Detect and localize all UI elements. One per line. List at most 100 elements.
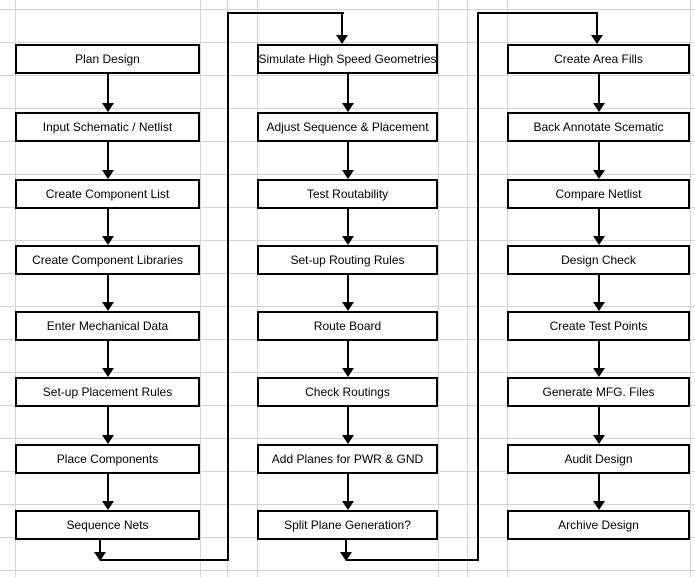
arrow-stem bbox=[598, 74, 600, 104]
arrow-stem bbox=[347, 474, 349, 502]
down-arrow bbox=[593, 142, 605, 179]
flow-step-box: Set-up Routing Rules bbox=[257, 245, 438, 275]
arrowhead-icon bbox=[102, 170, 114, 179]
down-arrow bbox=[342, 407, 354, 444]
gridline-horizontal bbox=[0, 9, 695, 10]
flow-step-box: Place Components bbox=[15, 444, 200, 474]
arrowhead-icon bbox=[340, 552, 352, 561]
arrow-stem bbox=[598, 474, 600, 502]
down-arrow bbox=[102, 341, 114, 377]
arrowhead-icon bbox=[102, 302, 114, 311]
arrowhead-icon bbox=[342, 302, 354, 311]
connector-1-bottom-line bbox=[100, 559, 229, 561]
gridline-vertical bbox=[200, 0, 201, 577]
arrow-stem bbox=[598, 341, 600, 369]
flow-step-box: Create Component List bbox=[15, 179, 200, 209]
arrow-stem bbox=[598, 407, 600, 436]
arrowhead-icon bbox=[102, 501, 114, 510]
arrowhead-icon bbox=[342, 368, 354, 377]
arrow-stem bbox=[598, 142, 600, 171]
arrowhead-icon bbox=[102, 435, 114, 444]
arrow-stem bbox=[107, 142, 109, 171]
gridline-vertical bbox=[15, 0, 16, 577]
down-arrow bbox=[340, 540, 352, 561]
connector-1-vertical-line bbox=[227, 12, 229, 561]
arrowhead-icon bbox=[593, 368, 605, 377]
flow-step-box: Archive Design bbox=[507, 510, 690, 540]
arrow-stem bbox=[107, 209, 109, 237]
arrow-stem bbox=[347, 142, 349, 171]
arrow-stem bbox=[107, 275, 109, 303]
down-arrow bbox=[342, 341, 354, 377]
arrowhead-icon bbox=[591, 35, 603, 44]
arrow-stem bbox=[341, 14, 343, 36]
down-arrow bbox=[102, 142, 114, 179]
arrowhead-icon bbox=[336, 35, 348, 44]
arrowhead-icon bbox=[593, 302, 605, 311]
arrow-stem bbox=[347, 341, 349, 369]
arrow-stem bbox=[596, 14, 598, 36]
arrowhead-icon bbox=[102, 236, 114, 245]
flow-step-box: Create Area Fills bbox=[507, 44, 690, 74]
down-arrow bbox=[342, 74, 354, 112]
flow-step-box: Test Routability bbox=[257, 179, 438, 209]
arrowhead-icon bbox=[593, 236, 605, 245]
gridline-horizontal bbox=[0, 570, 695, 571]
flow-step-box: Create Test Points bbox=[507, 311, 690, 341]
flow-step-box: Adjust Sequence & Placement bbox=[257, 112, 438, 142]
flow-step-box: Route Board bbox=[257, 311, 438, 341]
down-arrow bbox=[593, 341, 605, 377]
gridline-vertical bbox=[257, 0, 258, 577]
arrowhead-icon bbox=[94, 552, 106, 561]
down-arrow bbox=[593, 275, 605, 311]
arrow-stem bbox=[347, 74, 349, 104]
arrowhead-icon bbox=[342, 236, 354, 245]
down-arrow bbox=[94, 540, 106, 561]
flow-step-box: Set-up Placement Rules bbox=[15, 377, 200, 407]
arrowhead-icon bbox=[342, 170, 354, 179]
down-arrow bbox=[342, 275, 354, 311]
flow-step-box: Split Plane Generation? bbox=[257, 510, 438, 540]
down-arrow bbox=[591, 14, 603, 44]
arrow-stem bbox=[598, 275, 600, 303]
connector-1-top-line bbox=[227, 12, 344, 14]
arrowhead-icon bbox=[593, 170, 605, 179]
arrow-stem bbox=[107, 74, 109, 104]
down-arrow bbox=[102, 275, 114, 311]
gridline-vertical bbox=[438, 0, 439, 577]
connector-2-bottom-line bbox=[346, 559, 479, 561]
arrow-stem bbox=[107, 474, 109, 502]
flow-step-box: Enter Mechanical Data bbox=[15, 311, 200, 341]
down-arrow bbox=[342, 142, 354, 179]
down-arrow bbox=[342, 209, 354, 245]
arrow-stem bbox=[99, 540, 101, 553]
connector-2-top-line bbox=[477, 12, 598, 14]
arrow-stem bbox=[347, 209, 349, 237]
down-arrow bbox=[342, 474, 354, 510]
arrow-stem bbox=[598, 209, 600, 237]
arrow-stem bbox=[347, 275, 349, 303]
arrowhead-icon bbox=[342, 501, 354, 510]
flow-step-box: Add Planes for PWR & GND bbox=[257, 444, 438, 474]
connector-2-vertical-line bbox=[477, 12, 479, 561]
down-arrow bbox=[336, 14, 348, 44]
flow-step-box: Compare Netlist bbox=[507, 179, 690, 209]
flow-step-box: Check Routings bbox=[257, 377, 438, 407]
down-arrow bbox=[593, 209, 605, 245]
arrowhead-icon bbox=[593, 103, 605, 112]
down-arrow bbox=[102, 74, 114, 112]
down-arrow bbox=[102, 474, 114, 510]
flow-step-box: Back Annotate Scematic bbox=[507, 112, 690, 142]
gridline-vertical bbox=[467, 0, 468, 577]
flow-step-box: Create Component Libraries bbox=[15, 245, 200, 275]
flow-step-box: Audit Design bbox=[507, 444, 690, 474]
flow-step-box: Design Check bbox=[507, 245, 690, 275]
flow-step-box: Plan Design bbox=[15, 44, 200, 74]
gridline-vertical bbox=[507, 0, 508, 577]
down-arrow bbox=[593, 407, 605, 444]
down-arrow bbox=[593, 474, 605, 510]
down-arrow bbox=[102, 209, 114, 245]
arrowhead-icon bbox=[593, 501, 605, 510]
arrow-stem bbox=[107, 407, 109, 436]
